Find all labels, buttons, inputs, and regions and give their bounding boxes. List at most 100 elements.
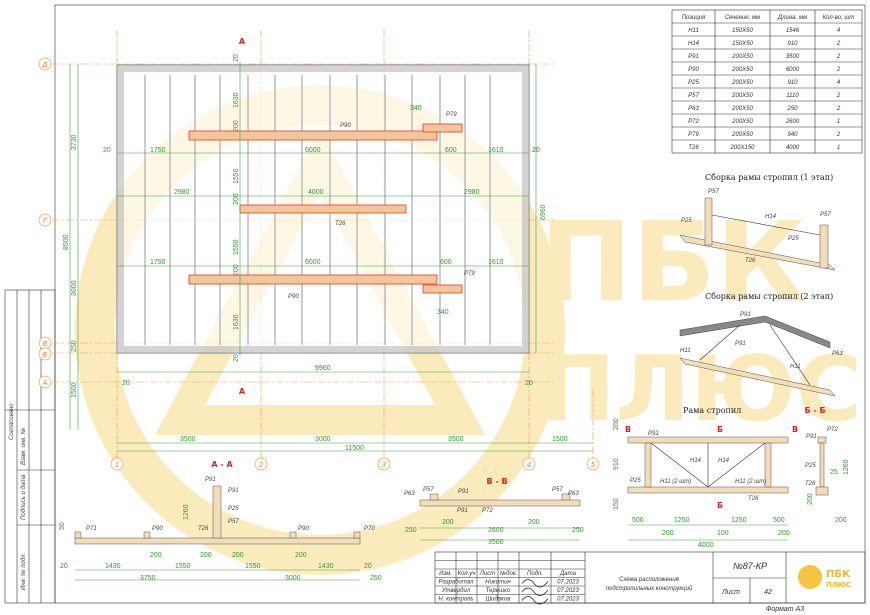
label: Р90 bbox=[298, 526, 309, 532]
roof-plan: Р90 Р79 Т26 Р90 Р79 А А 20 1750 6000 600… bbox=[63, 37, 593, 452]
section-b-bottom: Б bbox=[717, 501, 723, 510]
section-mark-a-bottom: А bbox=[239, 387, 246, 396]
dim: 200 bbox=[835, 517, 847, 524]
label: Р57 bbox=[708, 189, 719, 195]
label: Р91 bbox=[735, 341, 746, 347]
table-cell: 150Х50 bbox=[732, 41, 753, 47]
stamp-inv-vz: Взам. инв. № bbox=[20, 427, 27, 465]
tb-header: Дата bbox=[559, 571, 576, 577]
table-cell: 2 bbox=[836, 67, 841, 73]
tb-role: Утвердил bbox=[441, 588, 471, 594]
logo-text-2: ПЛЮС bbox=[826, 581, 851, 589]
dim: 8500 bbox=[63, 234, 70, 250]
table-cell: 250 bbox=[786, 106, 798, 112]
dim: 200 bbox=[233, 193, 240, 205]
axis-label-1: 1 bbox=[115, 461, 119, 469]
grid-axes: Д Г В Б А 1 2 3 4 5 bbox=[38, 30, 600, 471]
axis-label-4: 4 bbox=[527, 461, 531, 469]
axis-label-a: А bbox=[42, 379, 48, 387]
stamp-approved: Согласовано bbox=[9, 403, 15, 440]
label: Р91 bbox=[228, 488, 239, 494]
dim: 200 bbox=[613, 418, 620, 430]
description-line-1: Схема расположения bbox=[619, 577, 680, 583]
dim: 1500 bbox=[552, 436, 568, 443]
dim: 340 bbox=[437, 309, 449, 316]
table-cell: 1 bbox=[837, 119, 840, 125]
dim: 11500 bbox=[345, 445, 364, 452]
tb-name: Шидаков bbox=[486, 597, 511, 603]
dim: 500 bbox=[632, 517, 644, 524]
dim: 1430 bbox=[105, 563, 121, 570]
table-cell: 4 bbox=[837, 28, 841, 34]
label: Р25 bbox=[630, 478, 641, 484]
label: Н11 (2 шт) bbox=[660, 479, 691, 485]
dim: 1250 bbox=[731, 517, 747, 524]
label: Р91 bbox=[458, 489, 469, 495]
beam-p90-bottom bbox=[188, 274, 438, 285]
label: Н14 bbox=[690, 458, 702, 464]
dim: 910 bbox=[613, 458, 620, 470]
dim: 1610 bbox=[488, 259, 504, 266]
label: Н11 (2 шт) bbox=[735, 479, 766, 485]
label: Р91 bbox=[205, 477, 216, 483]
axis-label-d: Д bbox=[41, 61, 48, 69]
table-cell: 200Х50 bbox=[731, 93, 753, 99]
table-cell: 200Х50 bbox=[731, 106, 753, 112]
label: Р91 bbox=[457, 508, 468, 514]
label: Р90 bbox=[152, 526, 163, 532]
table-cell: 910 bbox=[787, 80, 798, 86]
label: Р57 bbox=[552, 487, 563, 493]
table-cell: 200Х50 bbox=[731, 132, 753, 138]
dim: 3750 bbox=[140, 575, 156, 582]
sheet-label: Лист bbox=[721, 589, 740, 596]
dim: 6000 bbox=[305, 259, 321, 266]
stage1-view: Сборка рамы стропил (1 этап) Р57 Р25 Н14… bbox=[679, 173, 836, 271]
beam-t26 bbox=[239, 204, 407, 214]
side-stamp: Согласовано Взам. инв. № Подпись и дата … bbox=[4, 289, 56, 604]
dim: 1260 bbox=[183, 504, 190, 520]
label: Т26 bbox=[748, 496, 759, 502]
dim: 250 bbox=[71, 340, 78, 352]
stage2-title: Сборка рамы стропил (2 этап) bbox=[705, 292, 833, 301]
table-cell: Р79 bbox=[688, 132, 699, 138]
label-p79-bottom: Р79 bbox=[464, 271, 475, 277]
dim: 3000 bbox=[315, 436, 331, 443]
axis-label-5: 5 bbox=[591, 461, 596, 469]
dim: 9960 bbox=[315, 365, 331, 372]
dim: 20 bbox=[233, 354, 240, 362]
dim: 2600 bbox=[488, 527, 504, 534]
table-cell: Т26 bbox=[688, 145, 699, 151]
dim: 2980 bbox=[464, 189, 480, 196]
tb-header: Изм. bbox=[439, 571, 452, 577]
tb-date: 07.2023 bbox=[557, 597, 579, 603]
title-block: Схема расположения подстропильных констр… bbox=[434, 551, 866, 613]
label: Р25 bbox=[228, 506, 239, 512]
bb-title: Б - Б bbox=[804, 406, 825, 415]
signature bbox=[521, 579, 549, 588]
table-cell: 4000 bbox=[786, 145, 800, 151]
dim: 6000 bbox=[305, 147, 321, 154]
dim: 3500 bbox=[488, 539, 504, 546]
table-cell: 1110 bbox=[786, 93, 799, 99]
table-cell: 200Х50 bbox=[731, 67, 753, 73]
table-cell: 2 bbox=[836, 132, 841, 138]
dim: 50 bbox=[59, 522, 66, 530]
table-cell: Р90 bbox=[688, 67, 699, 73]
label: Н14 bbox=[765, 214, 777, 220]
beam-p90-top bbox=[188, 130, 438, 141]
axis-label-3: 3 bbox=[382, 461, 386, 469]
dim: 250 bbox=[370, 575, 382, 582]
label: Р63 bbox=[832, 351, 843, 357]
section-b-top: Б bbox=[717, 425, 723, 434]
table-cell: Р91 bbox=[688, 54, 699, 60]
dim: 6960 bbox=[540, 204, 547, 220]
table-cell: 200Х150 bbox=[729, 145, 755, 151]
table-cell: 2 bbox=[836, 41, 841, 47]
dim: 25 bbox=[830, 469, 838, 476]
dim: 200 bbox=[233, 120, 240, 132]
axis-label-g: Г bbox=[43, 217, 48, 225]
dim: 1550 bbox=[233, 168, 240, 184]
label: Р91 bbox=[806, 434, 817, 440]
table-cell: Р57 bbox=[688, 93, 699, 99]
